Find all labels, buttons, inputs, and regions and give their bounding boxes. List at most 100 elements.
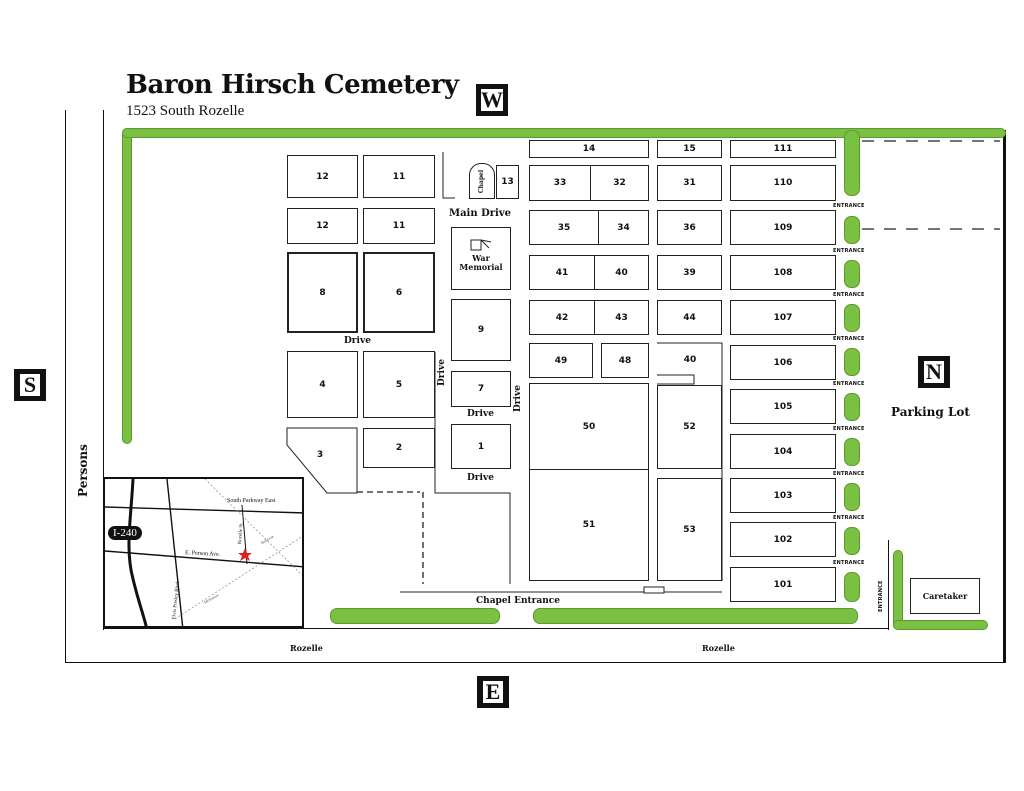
entrance-label-5: ENTRANCE [833, 381, 865, 387]
hedge-n6 [844, 393, 860, 421]
section-15[interactable]: 15 [657, 140, 722, 158]
compass-east: E [477, 676, 509, 708]
hedge-south-2 [533, 608, 858, 624]
map-title: Baron Hirsch Cemetery [126, 70, 459, 100]
section-13[interactable]: 13 [496, 165, 519, 199]
section-4[interactable]: 4 [287, 351, 358, 418]
section-108[interactable]: 108 [730, 255, 836, 290]
hedge-n1 [844, 130, 860, 196]
flag-icon [470, 239, 492, 250]
rozelle-street-line [65, 662, 1006, 663]
section-41[interactable]: 41 [529, 255, 595, 290]
section-11-south[interactable]: 11 [363, 208, 435, 244]
drive-label-1: Drive [344, 336, 371, 346]
section-14[interactable]: 14 [529, 140, 649, 158]
section-103[interactable]: 103 [730, 478, 836, 513]
section-101[interactable]: 101 [730, 567, 836, 602]
section-39[interactable]: 39 [657, 255, 722, 290]
section-12-north[interactable]: 12 [287, 155, 358, 198]
persons-street-label: Persons [76, 444, 90, 497]
section-7[interactable]: 7 [451, 371, 511, 407]
section-51[interactable]: 51 [529, 469, 649, 581]
section-52[interactable]: 52 [657, 385, 722, 469]
hedge-n4 [844, 304, 860, 332]
section-6[interactable]: 6 [363, 252, 435, 333]
drive-label-3: Drive [467, 473, 494, 483]
section-50[interactable]: 50 [529, 383, 649, 470]
section-110[interactable]: 110 [730, 165, 836, 201]
hedge-n5 [844, 348, 860, 376]
section-102[interactable]: 102 [730, 522, 836, 557]
section-34[interactable]: 34 [598, 210, 649, 245]
section-11-north[interactable]: 11 [363, 155, 435, 198]
section-48[interactable]: 48 [601, 343, 649, 378]
hedge-n9 [844, 527, 860, 555]
hedge-n8 [844, 483, 860, 511]
drive-label-vertical-2: Drive [513, 385, 523, 412]
parking-lot-label: Parking Lot [891, 405, 970, 419]
section-104[interactable]: 104 [730, 434, 836, 469]
drive-label-vertical-1: Drive [437, 359, 447, 386]
section-5[interactable]: 5 [363, 351, 435, 418]
section-40-south[interactable]: 40 [660, 348, 720, 372]
inner-south-line [103, 628, 888, 629]
section-12-south[interactable]: 12 [287, 208, 358, 244]
section-33[interactable]: 33 [529, 165, 591, 201]
chapel-entrance-label: Chapel Entrance [476, 596, 560, 606]
section-109[interactable]: 109 [730, 210, 836, 245]
parking-west-line [888, 540, 889, 630]
compass-west: W [476, 84, 508, 116]
entrance-label-1: ENTRANCE [833, 203, 865, 209]
entrance-label-6: ENTRANCE [833, 426, 865, 432]
section-40-north[interactable]: 40 [594, 255, 649, 290]
main-drive-label: Main Drive [449, 208, 512, 219]
section-42[interactable]: 42 [529, 300, 595, 335]
hedge-top [122, 128, 1006, 138]
section-2[interactable]: 2 [363, 428, 435, 468]
war-memorial[interactable]: War Memorial [451, 227, 511, 290]
section-49[interactable]: 49 [529, 343, 593, 378]
section-36[interactable]: 36 [657, 210, 722, 245]
rozelle-label-1: Rozelle [290, 643, 323, 653]
caretaker-building[interactable]: Caretaker [910, 578, 980, 614]
section-107[interactable]: 107 [730, 300, 836, 335]
section-32[interactable]: 32 [590, 165, 649, 201]
section-31[interactable]: 31 [657, 165, 722, 201]
section-44[interactable]: 44 [657, 300, 722, 335]
drive-label-2: Drive [467, 409, 494, 419]
section-105[interactable]: 105 [730, 389, 836, 424]
inset-map: I-240 South Parkway East E. Person Ave. … [103, 477, 304, 628]
persons-street-line [65, 110, 66, 663]
entrance-label-2: ENTRANCE [833, 248, 865, 254]
entrance-label-8: ENTRANCE [833, 515, 865, 521]
section-106[interactable]: 106 [730, 345, 836, 380]
section-43[interactable]: 43 [594, 300, 649, 335]
hedge-n3 [844, 260, 860, 288]
section-1[interactable]: 1 [451, 424, 511, 469]
inset-roads [105, 479, 302, 626]
section-8[interactable]: 8 [287, 252, 358, 333]
hedge-n7 [844, 438, 860, 466]
section-35[interactable]: 35 [529, 210, 599, 245]
i240-shield: I-240 [108, 526, 142, 540]
compass-north: N [918, 356, 950, 388]
inner-west-line [103, 110, 104, 630]
hedge-south-1 [330, 608, 500, 624]
compass-south: S [14, 369, 46, 401]
section-3[interactable]: 3 [316, 450, 324, 460]
section-9[interactable]: 9 [451, 299, 511, 361]
hedge-parking-h [893, 620, 988, 630]
section-53[interactable]: 53 [657, 478, 722, 581]
entrance-label-7: ENTRANCE [833, 471, 865, 477]
hedge-n10 [844, 572, 860, 602]
chapel[interactable]: Chapel [469, 163, 495, 199]
section-111[interactable]: 111 [730, 140, 836, 158]
map-address: 1523 South Rozelle [126, 103, 245, 119]
north-boundary-line [1003, 130, 1006, 663]
hedge-n2 [844, 216, 860, 244]
entrance-label-3: ENTRANCE [833, 292, 865, 298]
entrance-label-9: ENTRANCE [833, 560, 865, 566]
entrance-label-parking: ENTRANCE [878, 580, 884, 612]
